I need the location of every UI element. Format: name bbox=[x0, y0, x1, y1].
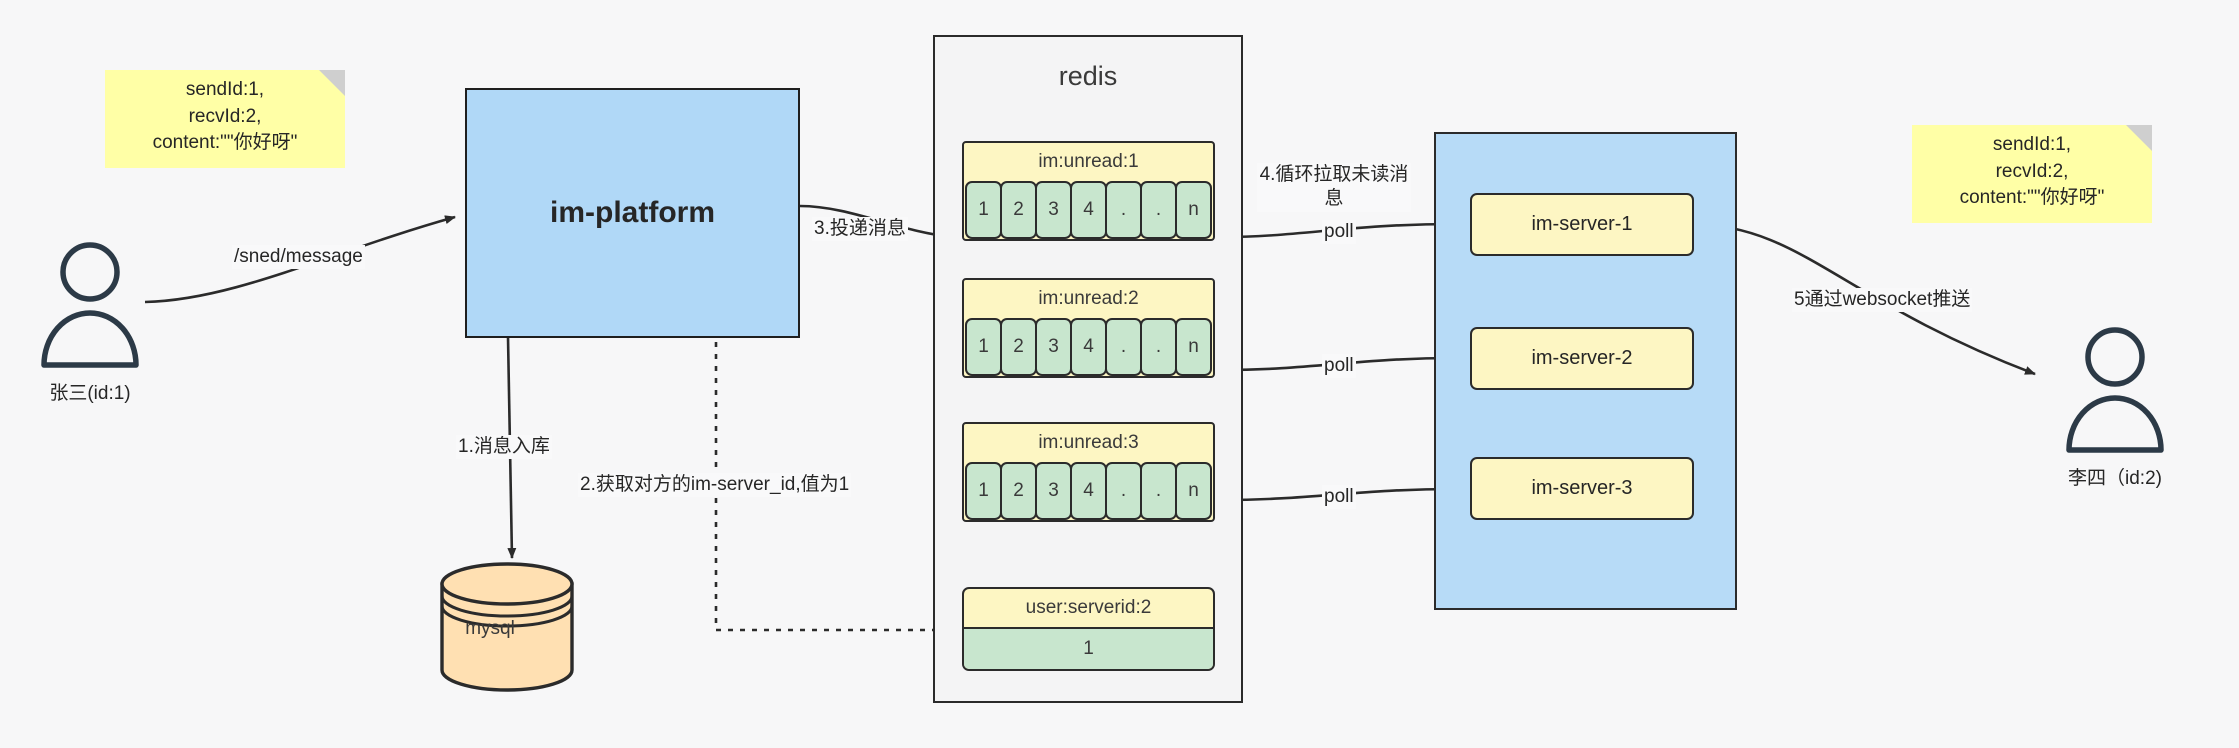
redis-key-im-unread-1[interactable]: im:unread:1 1 2 3 4 . . n bbox=[962, 141, 1215, 241]
node-im-server-1[interactable]: im-server-1 bbox=[1470, 193, 1694, 256]
redis-key-title: im:unread:2 bbox=[1038, 288, 1139, 309]
list-cell: 1 bbox=[965, 318, 1002, 376]
list-cell: . bbox=[1140, 181, 1177, 239]
edge-label-step3: 3.投递消息 bbox=[812, 217, 908, 242]
list-cell: 3 bbox=[1035, 462, 1072, 520]
node-im-server-1-label: im-server-1 bbox=[1531, 213, 1633, 235]
edge-label-step5: 5通过websocket推送 bbox=[1792, 288, 1973, 313]
list-cell: 2 bbox=[1000, 181, 1037, 239]
list-cell: 3 bbox=[1035, 181, 1072, 239]
node-im-platform[interactable]: im-platform bbox=[465, 88, 800, 338]
node-im-server-3-label: im-server-3 bbox=[1531, 477, 1633, 499]
message-payload-note-right: sendId:1, recvId:2, content:""你好呀" bbox=[1912, 125, 2152, 223]
redis-list-cells: 1 2 3 4 . . n bbox=[964, 181, 1213, 239]
edge-label-step1: 1.消息入库 bbox=[456, 435, 552, 460]
database-cylinder-icon bbox=[440, 562, 574, 692]
list-cell: n bbox=[1175, 462, 1212, 520]
list-cell: n bbox=[1175, 318, 1212, 376]
actor-receiver: 李四（id:2) bbox=[2055, 325, 2175, 490]
edge-label-step2: 2.获取对方的im-server_id,值为1 bbox=[578, 473, 852, 498]
redis-key-title: im:unread:1 bbox=[1038, 151, 1139, 172]
message-payload-note-left: sendId:1, recvId:2, content:""你好呀" bbox=[105, 70, 345, 168]
redis-key-im-unread-3[interactable]: im:unread:3 1 2 3 4 . . n bbox=[962, 422, 1215, 522]
redis-key-user-serverid-2[interactable]: user:serverid:2 1 bbox=[962, 587, 1215, 671]
redis-key-im-unread-2[interactable]: im:unread:2 1 2 3 4 . . n bbox=[962, 278, 1215, 378]
node-im-server-2[interactable]: im-server-2 bbox=[1470, 327, 1694, 390]
actor-sender: 张三(id:1) bbox=[30, 240, 150, 405]
list-cell: 1 bbox=[965, 181, 1002, 239]
user-icon bbox=[41, 242, 139, 368]
redis-list-cells: 1 2 3 4 . . n bbox=[964, 462, 1213, 520]
redis-list-cells: 1 2 3 4 . . n bbox=[964, 318, 1213, 376]
list-cell: . bbox=[1105, 181, 1142, 239]
list-cell: . bbox=[1105, 318, 1142, 376]
list-cell: 1 bbox=[965, 462, 1002, 520]
edge-label-poll-1: poll bbox=[1322, 220, 1356, 245]
node-im-platform-label: im-platform bbox=[550, 196, 715, 229]
list-cell: 3 bbox=[1035, 318, 1072, 376]
node-mysql[interactable]: mysql bbox=[432, 562, 574, 692]
edge-label-step4: 4.循环拉取未读消息 bbox=[1257, 163, 1411, 212]
node-mysql-label: mysql bbox=[465, 618, 515, 639]
list-cell: n bbox=[1175, 181, 1212, 239]
list-cell: 4 bbox=[1070, 462, 1107, 520]
list-cell: 2 bbox=[1000, 318, 1037, 376]
user-icon bbox=[2066, 327, 2164, 453]
note-text: sendId:1, recvId:2, content:""你好呀" bbox=[152, 78, 298, 154]
list-cell: 4 bbox=[1070, 318, 1107, 376]
list-cell: . bbox=[1140, 318, 1177, 376]
note-text: sendId:1, recvId:2, content:""你好呀" bbox=[1959, 133, 2105, 209]
node-im-server-3-front[interactable]: im-server-3 bbox=[1470, 457, 1694, 520]
list-cell: . bbox=[1140, 462, 1177, 520]
actor-sender-label: 张三(id:1) bbox=[49, 383, 131, 404]
redis-key-value: 1 bbox=[964, 627, 1213, 669]
redis-key-title: user:serverid:2 bbox=[1025, 597, 1152, 618]
list-cell: 4 bbox=[1070, 181, 1107, 239]
edge-label-poll-3: poll bbox=[1322, 485, 1356, 510]
edge-label-poll-2: poll bbox=[1322, 354, 1356, 379]
node-redis-label: redis bbox=[1058, 61, 1118, 91]
edge-label-send-message: /sned/message bbox=[232, 245, 365, 270]
list-cell: 2 bbox=[1000, 462, 1037, 520]
list-cell: . bbox=[1105, 462, 1142, 520]
node-im-server-2-label: im-server-2 bbox=[1531, 347, 1633, 369]
actor-receiver-label: 李四（id:2) bbox=[2068, 468, 2162, 489]
redis-key-title: im:unread:3 bbox=[1038, 432, 1139, 453]
